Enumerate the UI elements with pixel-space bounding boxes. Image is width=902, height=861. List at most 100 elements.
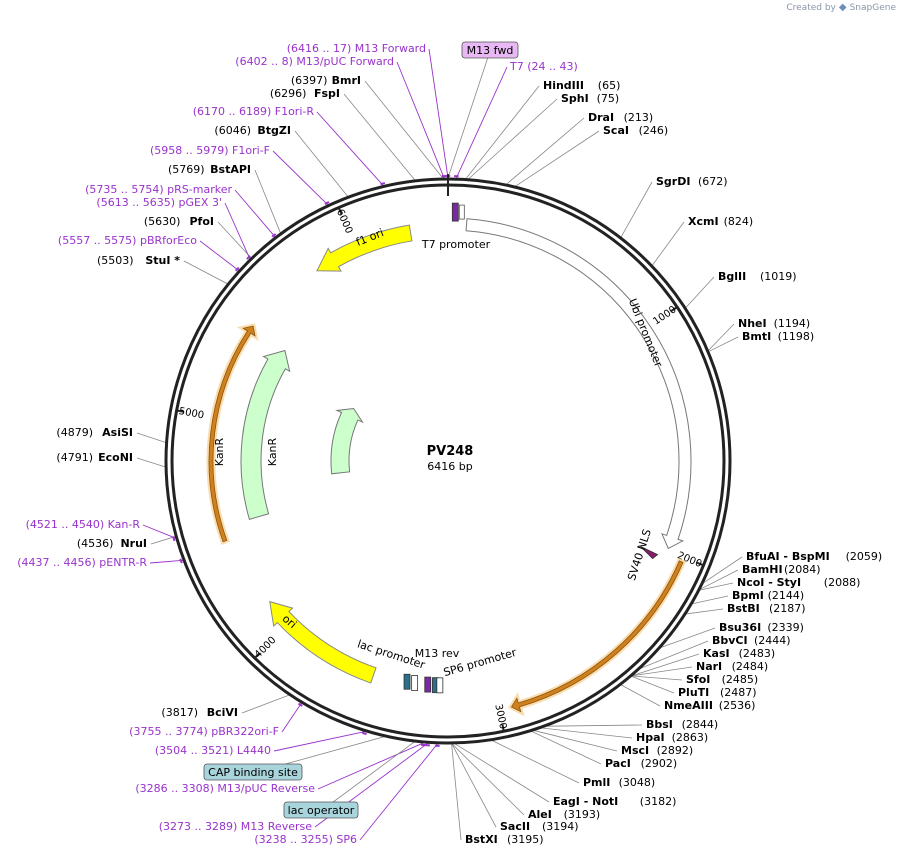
enzyme-connector-line: [660, 627, 716, 648]
enzyme-name: ScaI: [603, 124, 629, 137]
enzyme-site-bbvci[interactable]: BbvCI(2444): [712, 634, 791, 647]
primer-connector-line: [199, 240, 239, 271]
enzyme-site-nrui[interactable]: NruI(4536): [77, 537, 147, 550]
enzyme-site-bmri[interactable]: BmrI(6397): [291, 74, 361, 87]
primer-label-5557-5575-pbrforeco[interactable]: (5557 .. 5575) pBRforEco: [58, 234, 197, 247]
enzyme-connector-line: [294, 130, 348, 197]
enzyme-position: (2863): [672, 731, 709, 744]
enzyme-position: (1019): [760, 270, 797, 283]
enzyme-position: (672): [698, 175, 728, 188]
plasmid-center-label: PV248 6416 bp: [427, 444, 474, 473]
enzyme-site-fspi[interactable]: FspI(6296): [270, 87, 340, 100]
enzyme-site-pmli[interactable]: PmlI(3048): [583, 776, 655, 789]
enzyme-name: BciVI: [207, 706, 238, 719]
enzyme-site-scai[interactable]: ScaI(246): [603, 124, 668, 137]
enzyme-site-bstbi[interactable]: BstBI(2187): [727, 602, 806, 615]
primer-label-3273-3289-m13-reverse[interactable]: (3273 .. 3289) M13 Reverse: [159, 820, 312, 833]
enzyme-name: NruI: [120, 537, 147, 550]
callout-lac-operator[interactable]: lac operator: [283, 801, 359, 819]
enzyme-site-econi[interactable]: EcoNI(4791): [56, 451, 133, 464]
enzyme-name: MscI: [621, 744, 649, 757]
enzyme-connector-line: [136, 432, 166, 443]
enzyme-connector-line: [531, 731, 602, 765]
enzyme-connector-line: [685, 276, 715, 308]
enzyme-site-hpai[interactable]: HpaI (2863): [636, 731, 708, 744]
created-by-text: Created by: [786, 2, 836, 13]
enzyme-position: (2144): [768, 589, 805, 602]
enzyme-site-bstxi[interactable]: BstXI(3195): [465, 833, 544, 846]
primer-label-5735-5754-prs-marker[interactable]: (5735 .. 5754) pRS-marker: [85, 183, 232, 196]
primer-label-6402-8-m13-puc-forward[interactable]: (6402 .. 8) M13/pUC Forward: [235, 55, 394, 68]
enzyme-site-ncoi-styi[interactable]: NcoI - StyI(2088): [737, 576, 860, 589]
enzyme-site-sacii[interactable]: SacII(3194): [500, 820, 579, 833]
primer-label-5958-5979-f1ori-f[interactable]: (5958 .. 5979) F1ori-F: [150, 144, 270, 157]
enzyme-position: (2844): [682, 718, 719, 731]
snapgene-logo-icon: ◆: [838, 2, 847, 13]
primer-label-3755-3774-pbr322ori-f[interactable]: (3755 .. 3774) pBR322ori-F: [129, 725, 279, 738]
callout-m13-fwd[interactable]: M13 fwd: [461, 41, 519, 59]
enzyme-site-kasi[interactable]: KasI(2483): [703, 647, 775, 660]
enzyme-site-hindiii[interactable]: HindIII(65): [543, 79, 620, 92]
enzyme-position: (2088): [824, 576, 861, 589]
enzyme-site-pfoi[interactable]: PfoI(5630): [144, 215, 214, 228]
feature-kanr-inner: [330, 408, 364, 475]
enzyme-site-xcmi[interactable]: XcmI(824): [688, 215, 753, 228]
enzyme-name: PluTI: [678, 686, 709, 699]
enzyme-site-bmti[interactable]: BmtI(1198): [742, 330, 814, 343]
enzyme-name: BpmI: [732, 589, 764, 602]
enzyme-connector-line: [241, 694, 290, 714]
enzyme-site-btgzi[interactable]: BtgZI(6046): [214, 124, 291, 137]
enzyme-site-alei[interactable]: AleI(3193): [528, 808, 600, 821]
enzyme-site-pluti[interactable]: PluTI (2487): [678, 686, 757, 699]
feature-t7-white-box: [458, 204, 465, 220]
enzyme-site-bbsi[interactable]: BbsI (2844): [646, 718, 718, 731]
enzyme-site-sgrdi[interactable]: SgrDI(672): [656, 175, 728, 188]
primer-binding-mark: [271, 233, 277, 238]
primer-label-6170-6189-f1ori-r[interactable]: (6170 .. 6189) F1ori-R: [193, 105, 315, 118]
enzyme-connector-line: [217, 221, 252, 259]
enzyme-site-msci[interactable]: MscI(2892): [621, 744, 693, 757]
enzyme-name: HpaI: [636, 731, 665, 744]
enzyme-site-stui[interactable]: StuI *(5503): [97, 254, 180, 267]
enzyme-site-bfuai-bspmi[interactable]: BfuAI - BspMI(2059): [746, 550, 882, 563]
callout-cap-binding-site[interactable]: CAP binding site: [203, 763, 303, 781]
enzyme-site-asisi[interactable]: AsiSI(4879): [56, 426, 133, 439]
primer-label-6416-17-m13-forward[interactable]: (6416 .. 17) M13 Forward: [287, 42, 426, 55]
enzyme-site-eagi-noti[interactable]: EagI - NotI(3182): [553, 795, 676, 808]
enzyme-site-bglii[interactable]: BglII(1019): [718, 270, 797, 283]
enzyme-position: (2487): [720, 686, 757, 699]
enzyme-position: (3195): [507, 833, 544, 846]
enzyme-site-sphi[interactable]: SphI(75): [561, 92, 619, 105]
feature-lac-operator-box: [411, 675, 419, 691]
enzyme-site-bstapi[interactable]: BstAPI(5769): [168, 163, 251, 176]
feature-t7-promoter: [451, 202, 459, 222]
enzyme-connector-line: [699, 582, 734, 591]
primer-label-4521-4540-kan-r[interactable]: (4521 .. 4540) Kan-R: [26, 518, 141, 531]
enzyme-site-sfoi[interactable]: SfoI(2485): [686, 673, 758, 686]
primer-connector-line: [428, 48, 449, 179]
enzyme-name: EcoNI: [98, 451, 133, 464]
enzyme-site-bcivi[interactable]: BciVI(3817): [161, 706, 238, 719]
primer-connector-line: [359, 743, 438, 841]
tick-mark: [501, 724, 506, 733]
enzyme-name: BbsI: [646, 718, 673, 731]
enzyme-site-bsu36i[interactable]: Bsu36I(2339): [719, 621, 804, 634]
enzyme-site-bamhi[interactable]: BamHI(2084): [742, 563, 821, 576]
enzyme-site-drai[interactable]: DraI(213): [588, 111, 653, 124]
orf-right-arc-glow: [507, 557, 687, 717]
primer-label-4437-4456-pentr-r[interactable]: (4437 .. 4456) pENTR-R: [17, 556, 147, 569]
tick-mark: [670, 305, 679, 312]
primer-label-t7-24-43[interactable]: T7 (24 .. 43): [509, 60, 578, 73]
primer-label-3504-3521-l4440[interactable]: (3504 .. 3521) L4440: [155, 744, 271, 757]
primer-label-3286-3308-m13-puc-reverse[interactable]: (3286 .. 3308) M13/pUC Reverse: [135, 782, 315, 795]
primer-label-5613-5635-pgex-3[interactable]: (5613 .. 5635) pGEX 3': [96, 196, 222, 209]
enzyme-site-nmeaiii[interactable]: NmeAIII(2536): [664, 699, 755, 712]
enzyme-name: BmtI: [742, 330, 771, 343]
enzyme-connector-line: [150, 536, 176, 545]
enzyme-site-nhei[interactable]: NheI(1194): [738, 317, 810, 330]
enzyme-site-nari[interactable]: NarI(2484): [696, 660, 768, 673]
enzyme-site-paci[interactable]: PacI(2902): [605, 757, 677, 770]
enzyme-connector-line: [652, 221, 685, 266]
enzyme-site-bpmi[interactable]: BpmI (2144): [732, 589, 804, 602]
primer-label-3238-3255-sp6[interactable]: (3238 .. 3255) SP6: [254, 833, 357, 846]
